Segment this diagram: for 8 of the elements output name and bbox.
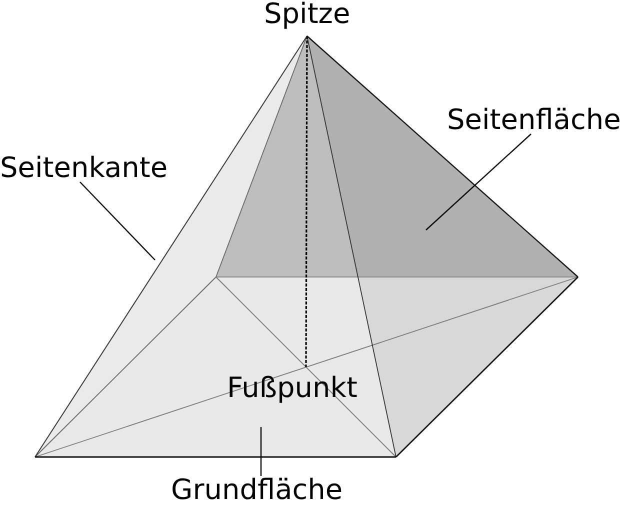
part-label: Seitenkante [0, 154, 168, 182]
foot-point-label: Fußpunkt [227, 374, 358, 402]
apex-label: Spitze [264, 0, 350, 28]
leader-line [260, 427, 262, 476]
part-label: Grundfläche [171, 476, 343, 504]
leader-line [426, 134, 532, 230]
part-label: Seitenfläche [447, 106, 621, 134]
leader-line [80, 182, 156, 260]
